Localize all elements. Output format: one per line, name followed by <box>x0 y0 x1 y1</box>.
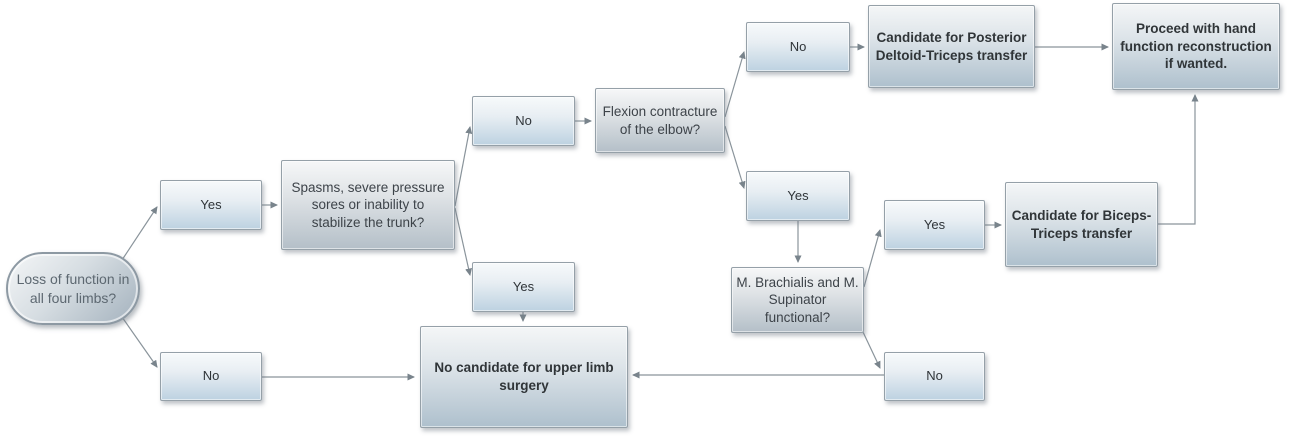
answer-box-yes-flexion: Yes <box>746 171 850 221</box>
outcome-box-proceed-hand-reconstruction: Proceed with hand function reconstructio… <box>1112 3 1280 90</box>
connector-brachialis-yes <box>863 229 882 288</box>
answer-box-yes-brachialis: Yes <box>884 200 985 250</box>
outcome-box-posterior-deltoid-triceps: Candidate for Posterior Deltoid-Triceps … <box>868 5 1035 88</box>
answer-box-no-brachialis: No <box>884 352 985 401</box>
answer-box-no-limbs: No <box>160 352 262 401</box>
connector-spasms-yes <box>454 207 472 276</box>
start-node-loss-of-function: Loss of function in all four limbs? <box>6 252 140 325</box>
answer-box-no-flexion: No <box>746 22 850 72</box>
connector-spasms-no <box>454 126 473 207</box>
question-box-brachialis-supinator: M. Brachialis and M. Supinator functiona… <box>731 267 864 333</box>
connector-brachialis-no <box>862 331 881 369</box>
connector-biceps-proceed <box>1158 94 1199 225</box>
connector-flexion-no <box>724 51 746 118</box>
answer-box-yes-limbs: Yes <box>160 180 262 230</box>
connector-start-yes <box>121 206 158 261</box>
connector-flexion-yes <box>724 125 746 189</box>
outcome-box-biceps-triceps: Candidate for Biceps-Triceps transfer <box>1005 182 1158 267</box>
connector-start-no <box>121 316 158 368</box>
answer-box-yes-spasms: Yes <box>472 262 575 312</box>
question-box-spasms: Spasms, severe pressure sores or inabili… <box>281 160 455 250</box>
question-box-flexion-contracture: Flexion contracture of the elbow? <box>595 88 725 153</box>
outcome-box-no-candidate: No candidate for upper limb surgery <box>420 326 628 428</box>
answer-box-no-spasms: No <box>472 96 575 146</box>
